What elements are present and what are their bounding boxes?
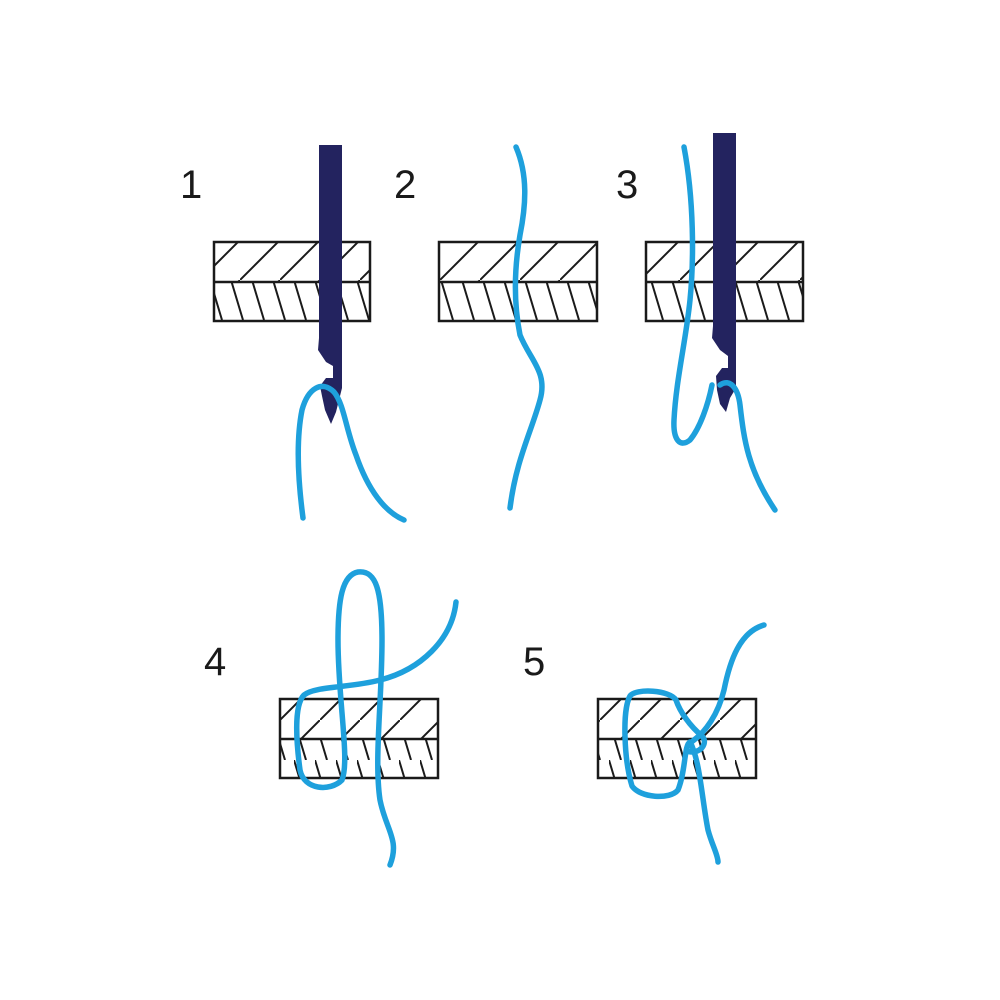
thread-2 [507, 144, 545, 511]
step-number-1: 1 [180, 163, 202, 207]
needle-shaft [712, 133, 736, 412]
fabric-upper-layer [280, 699, 438, 739]
step-number-2: 2 [394, 163, 416, 207]
fabric-upper-layer [214, 242, 370, 282]
thread-3-upper [671, 144, 715, 446]
thread-1 [295, 383, 407, 523]
fabric-lower-layer [214, 282, 370, 321]
fabric-block-4 [278, 697, 440, 780]
thread-3-lower [717, 380, 778, 513]
step-3: 3 [616, 133, 805, 513]
fabric-lower-layer [598, 739, 756, 778]
fabric-block-5 [596, 697, 758, 780]
needle-3 [712, 133, 736, 412]
step-number-5: 5 [523, 640, 545, 684]
needle-shaft [318, 145, 342, 424]
step-2: 2 [394, 144, 599, 511]
fabric-block-1 [212, 240, 372, 323]
step-number-3: 3 [616, 163, 638, 207]
needle-1 [318, 145, 342, 424]
step-1: 1 [180, 145, 407, 523]
thread-4 [293, 569, 459, 868]
step-number-4: 4 [204, 640, 226, 684]
fabric-lower-layer [280, 739, 438, 778]
step-4: 4 [204, 569, 459, 868]
step-5: 5 [523, 622, 767, 865]
thread-5 [622, 622, 767, 865]
